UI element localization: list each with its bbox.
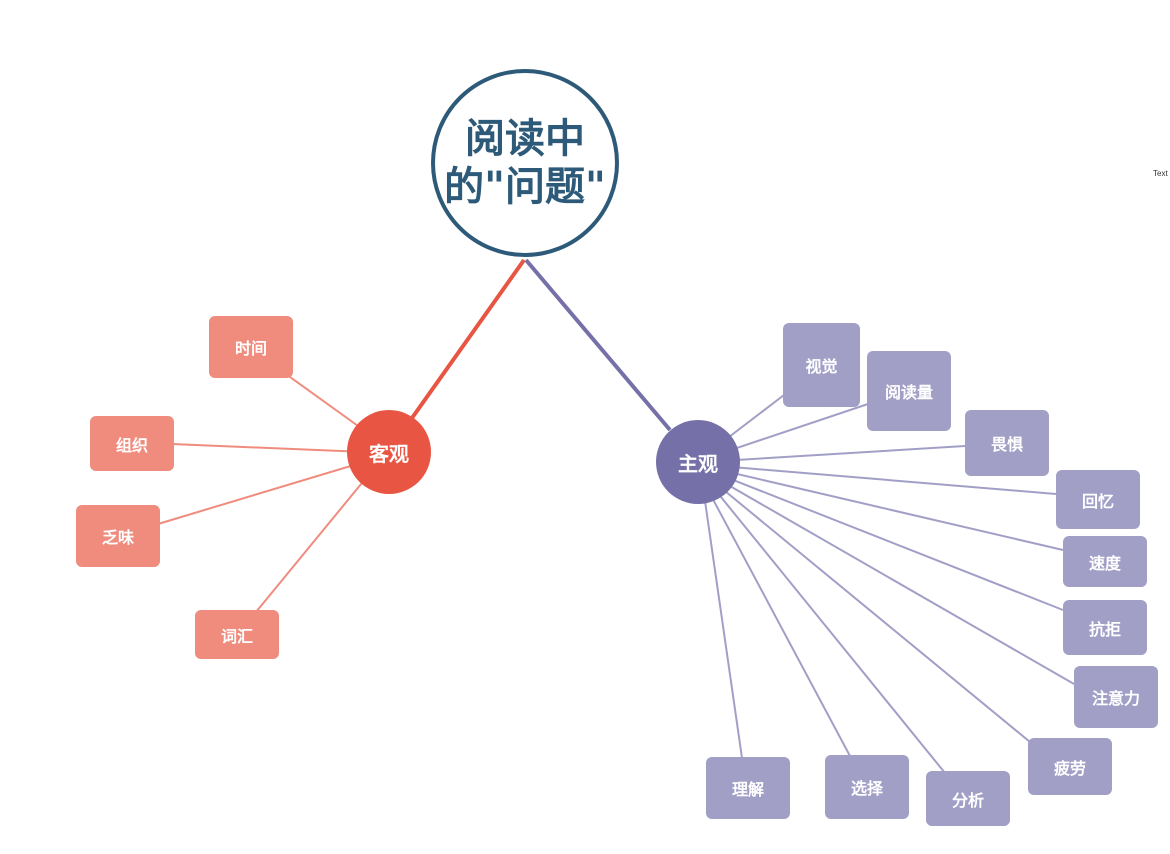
leaf-node-fenxi[interactable]: 分析 [926, 771, 1010, 826]
root-to-subjective-connector [524, 258, 672, 432]
leaf-label: 注意力 [1091, 689, 1140, 708]
root-node[interactable]: 阅读中 的"问题" [431, 69, 619, 257]
leaf-node-shijue[interactable]: 视觉 [783, 323, 860, 407]
connector-pilao [713, 481, 1031, 743]
leaf-node-pilao[interactable]: 疲劳 [1028, 738, 1112, 795]
leaf-node-cihui[interactable]: 词汇 [195, 610, 279, 659]
leaf-label: 回忆 [1081, 491, 1114, 511]
leaf-node-lijie[interactable]: 理解 [706, 757, 790, 819]
leaf-node-zuzhi[interactable]: 组织 [90, 416, 174, 471]
leaf-node-weiju[interactable]: 畏惧 [965, 410, 1049, 476]
leaf-node-yueduliang[interactable]: 阅读量 [867, 351, 951, 431]
connector-xuanze [707, 489, 851, 757]
connector-zhuyili [715, 477, 1075, 685]
connector-sudu [719, 469, 1064, 551]
leaf-label: 时间 [234, 339, 267, 358]
subjective-branch-label: 主观 [678, 451, 718, 476]
root-to-objective-connector [410, 258, 526, 420]
connector-zuzhi [171, 443, 366, 453]
objective-branch-label: 客观 [369, 441, 409, 466]
stray-text-label: Text [1153, 169, 1168, 178]
leaf-label: 阅读量 [884, 383, 933, 402]
connector-kangju [717, 473, 1064, 611]
leaf-node-shijian[interactable]: 时间 [209, 316, 293, 378]
connector-fenxi [711, 485, 946, 774]
connector-lijie [703, 493, 743, 759]
leaf-label: 抗拒 [1088, 619, 1121, 639]
subjective-branch-node[interactable]: 主观 [656, 420, 740, 504]
root-title-line2: 的"问题" [444, 164, 606, 210]
connector-huiyi [719, 465, 1057, 495]
leaf-label: 畏惧 [990, 435, 1023, 454]
leaf-label: 选择 [850, 779, 883, 798]
leaf-node-sudu[interactable]: 速度 [1063, 536, 1147, 587]
connector-fawei [157, 461, 365, 525]
leaf-label: 乏味 [101, 528, 134, 547]
leaf-label: 理解 [731, 780, 764, 799]
leaf-node-fawei[interactable]: 乏味 [76, 505, 160, 567]
leaf-label: 疲劳 [1053, 758, 1086, 778]
leaf-node-huiyi[interactable]: 回忆 [1056, 470, 1140, 529]
leaf-label: 速度 [1088, 553, 1121, 573]
objective-branch-node[interactable]: 客观 [347, 410, 431, 494]
root-title-line1: 阅读中 [465, 116, 585, 162]
leaf-label: 视觉 [805, 357, 838, 376]
connector-cihui [255, 477, 367, 613]
leaf-node-xuanze[interactable]: 选择 [825, 755, 909, 819]
connector-weiju [719, 445, 966, 462]
leaf-label: 分析 [951, 790, 984, 810]
leaf-node-kangju[interactable]: 抗拒 [1063, 600, 1147, 655]
leaf-label: 组织 [115, 435, 148, 455]
leaf-label: 词汇 [220, 626, 253, 646]
connector-yueduliang [715, 403, 869, 456]
leaf-node-zhuyili[interactable]: 注意力 [1074, 666, 1158, 728]
